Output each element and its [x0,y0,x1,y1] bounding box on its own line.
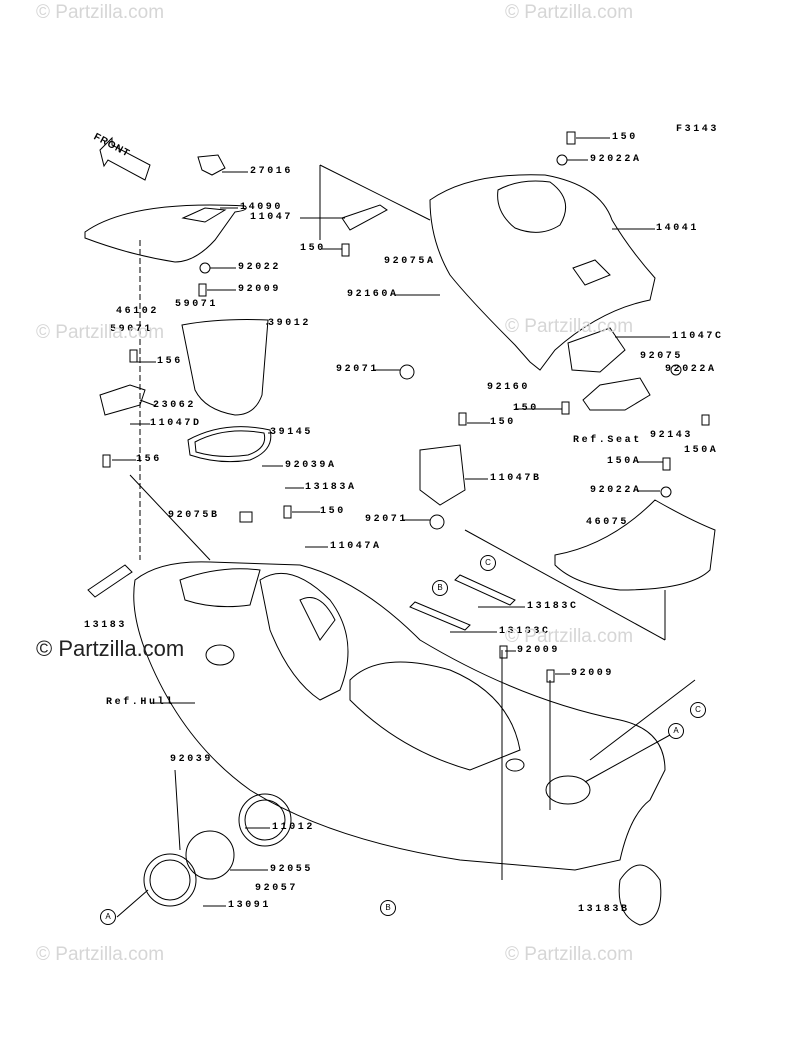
callout-59071-b: 59071 [110,324,154,335]
strip-13183 [87,564,133,598]
callout-92009-b: 92009 [517,645,561,656]
cover-11012 [238,793,292,847]
hull-part [133,561,666,871]
callout-92009: 92009 [238,284,282,295]
watermark: © Partzilla.com [36,636,185,661]
callout-156: 156 [157,356,183,367]
callout-150A: 150A [684,445,719,456]
cover-ring-13091 [143,853,197,907]
watermark: © Partzilla.com [36,2,165,23]
callout-13091: 13091 [228,900,272,911]
callout-92039: 92039 [170,754,214,765]
hinge-23062 [99,384,146,416]
callout-27016: 27016 [250,166,294,177]
callout-150-d: 150 [513,403,539,414]
callout-13183A: 13183A [305,482,357,493]
watermark: © Partzilla.com [36,944,165,965]
callout-59071: 59071 [175,299,219,310]
callout-92055: 92055 [270,864,314,875]
callout-14041: 14041 [656,223,700,234]
callout-92075B: 92075B [168,510,220,521]
seat-part [84,204,247,263]
callout-13183B: 13183B [578,904,630,915]
ref-marker-b: B [380,900,396,916]
latch-part [197,154,226,176]
callout-92160: 92160 [487,382,531,393]
callout-39145: 39145 [270,427,314,438]
callout-92071-b: 92071 [365,514,409,525]
callout-46102: 46102 [116,306,160,317]
leader-lines [112,137,696,918]
callout-150: 150 [320,506,346,517]
callout-13183C: 13183C [527,601,579,612]
callout-23062: 23062 [153,400,197,411]
callout-150-c: 150 [300,243,326,254]
bracket-11047B [419,444,466,506]
callout-92075: 92075 [640,351,684,362]
callout-92071: 92071 [336,364,380,375]
callout-92022A-c: 92022A [590,485,642,496]
callout-11047B: 11047B [490,473,542,484]
callout-92022A-b: 92022A [665,364,717,375]
callout-ref-hull: Ref.Hull [106,697,175,708]
callout-11012: 11012 [272,822,316,833]
callout-150A-b: 150A [607,456,642,467]
ref-marker-a: A [100,909,116,925]
callout-150-top: 150 [612,132,638,143]
callout-92022: 92022 [238,262,282,273]
ref-marker-c: C [480,555,496,571]
callout-92143: 92143 [650,430,694,441]
watermark: © Partzilla.com [505,316,634,337]
callout-11047D: 11047D [150,418,202,429]
callout-11047A: 11047A [330,541,382,552]
callout-92075A: 92075A [384,256,436,267]
callout-92039A: 92039A [285,460,337,471]
callout-92009-c: 92009 [571,668,615,679]
gasket-part [187,426,272,463]
watermark: © Partzilla.com [505,2,634,23]
ring-13183B [618,864,662,926]
callout-92160A: 92160A [347,289,399,300]
watermark: © Partzilla.com [505,944,634,965]
watermark: © Partzilla.com [505,626,634,647]
callout-14090: 14090 [240,202,284,213]
callout-13183C-b: 13183C [499,626,551,637]
bracket-11047C [567,327,626,373]
diagram-code: F3143 [676,124,720,135]
callout-ref-seat: Ref.Seat [573,435,642,446]
callout-11047: 11047 [250,212,294,223]
watermark: © Partzilla.com [36,322,165,343]
callout-156-b: 156 [136,454,162,465]
callout-39012: 39012 [268,318,312,329]
callout-150-e: 150 [490,417,516,428]
callout-46075: 46075 [586,517,630,528]
callout-13183: 13183 [84,620,128,631]
handle-part [554,499,716,591]
ref-marker-b-2: B [432,580,448,596]
ref-marker-a-2: A [668,723,684,739]
bracket-11047 [341,204,388,231]
callout-92022A: 92022A [590,154,642,165]
front-arrow-icon [99,136,151,181]
storage-bin-part [181,319,269,416]
seat-cover-part [429,174,656,371]
ref-marker-c-2: C [690,702,706,718]
callout-92057: 92057 [255,883,299,894]
gasket-92055 [185,830,235,880]
callout-11047C: 11047C [672,331,724,342]
strap-13183C [454,574,516,606]
